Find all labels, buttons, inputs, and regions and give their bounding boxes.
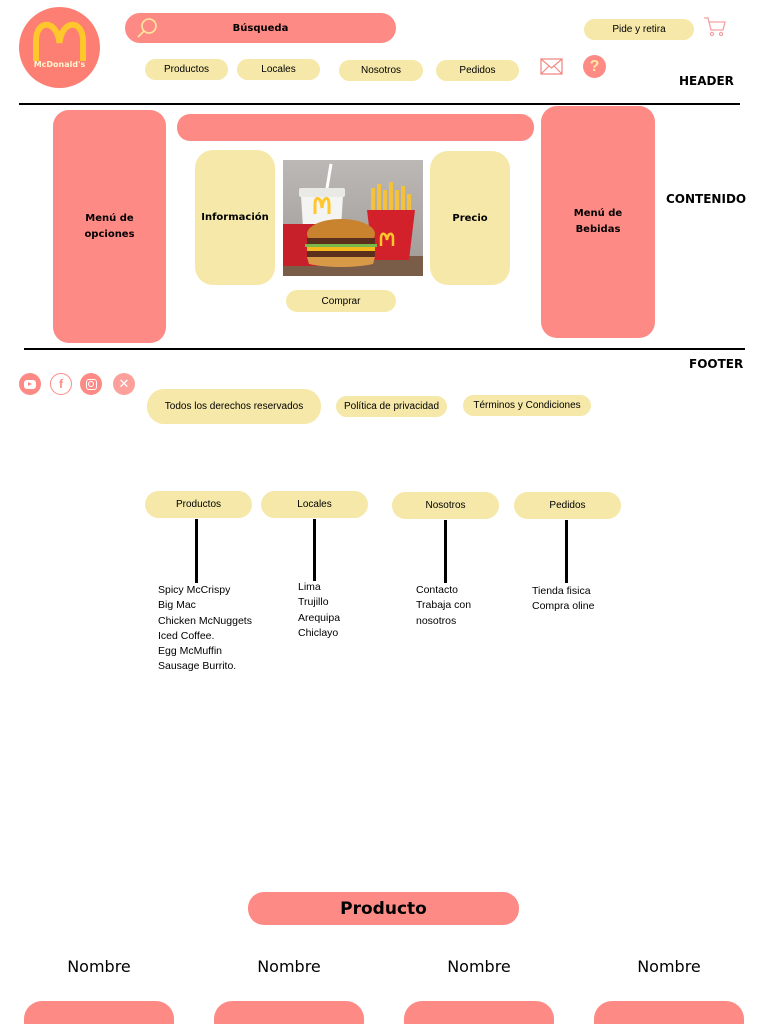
list-item[interactable]: Contacto xyxy=(416,584,459,596)
sitemap-nosotros[interactable]: Nosotros xyxy=(392,492,499,519)
order-button[interactable]: Pide y retira xyxy=(584,19,694,40)
sitemap-pedidos[interactable]: Pedidos xyxy=(514,492,621,519)
sitemap-list-nosotros: Contacto Trabaja con nosotros xyxy=(416,583,471,629)
nav-locales[interactable]: Locales xyxy=(237,59,320,80)
drinks-menu[interactable]: Menú de Bebidas xyxy=(541,106,655,338)
product-card[interactable] xyxy=(214,1001,364,1024)
buy-button[interactable]: Comprar xyxy=(286,290,396,312)
nav-nosotros[interactable]: Nosotros xyxy=(339,60,423,81)
list-item[interactable]: Egg McMuffin xyxy=(158,645,222,658)
list-item[interactable]: Compra oline xyxy=(532,600,595,613)
product-image xyxy=(283,160,423,276)
list-item[interactable]: Trabaja con xyxy=(416,599,472,612)
list-item[interactable]: Chicken McNuggets xyxy=(158,614,252,627)
list-item[interactable]: Chiclayo xyxy=(298,626,339,639)
sitemap-list-pedidos: Tienda fisica Compra oline xyxy=(532,584,594,615)
content-banner xyxy=(177,114,534,141)
footer-link-terms[interactable]: Términos y Condiciones xyxy=(463,395,591,416)
search-bar[interactable]: Búsqueda xyxy=(125,13,396,43)
list-item[interactable]: Lima xyxy=(298,581,321,593)
search-icon xyxy=(137,18,157,38)
logo-text: McDonald's xyxy=(33,60,86,69)
list-item[interactable]: Trujillo xyxy=(298,596,329,609)
options-menu-label-2: opciones xyxy=(84,228,135,240)
burger-meal-illustration xyxy=(283,163,423,276)
list-item[interactable]: Tienda fisica xyxy=(532,585,591,597)
info-label: Información xyxy=(201,212,269,223)
product-name: Nombre xyxy=(447,957,511,976)
sitemap-connector xyxy=(565,520,568,583)
nav-pedidos[interactable]: Pedidos xyxy=(436,60,519,81)
x-icon[interactable]: ✕ xyxy=(113,373,135,395)
price-box[interactable]: Precio xyxy=(430,151,510,285)
logo[interactable]: McDonald's xyxy=(19,7,100,88)
facebook-icon[interactable]: f xyxy=(50,373,72,395)
options-menu[interactable]: Menú de opciones xyxy=(53,110,166,343)
sitemap-locales[interactable]: Locales xyxy=(261,491,368,518)
list-item[interactable]: Iced Coffee. xyxy=(158,629,215,642)
header-divider xyxy=(19,103,740,105)
sitemap-productos[interactable]: Productos xyxy=(145,491,252,518)
footer-link-rights[interactable]: Todos los derechos reservados xyxy=(147,389,321,424)
content-divider xyxy=(24,348,745,350)
sitemap-connector xyxy=(313,519,316,581)
product-card[interactable] xyxy=(24,1001,174,1024)
product-name: Nombre xyxy=(257,957,321,976)
list-item[interactable]: Sausage Burrito. xyxy=(158,660,237,673)
sitemap-list-locales: Lima Trujillo Arequipa Chiclayo xyxy=(298,580,340,641)
sitemap-list-productos: Spicy McCrispy Big Mac Chicken McNuggets… xyxy=(158,583,252,675)
product-name: Nombre xyxy=(67,957,131,976)
mail-icon[interactable] xyxy=(540,58,563,75)
product-card[interactable] xyxy=(594,1001,744,1024)
youtube-icon[interactable] xyxy=(19,373,41,395)
list-item[interactable]: Spicy McCrispy xyxy=(158,584,231,596)
sitemap-connector xyxy=(444,520,447,583)
product-card[interactable] xyxy=(404,1001,554,1024)
nav-productos[interactable]: Productos xyxy=(145,59,228,80)
product-name: Nombre xyxy=(637,957,701,976)
info-box[interactable]: Información xyxy=(195,150,275,285)
golden-arches-icon xyxy=(33,21,86,61)
search-label: Búsqueda xyxy=(232,22,289,34)
list-item[interactable]: Big Mac xyxy=(158,599,196,612)
help-icon[interactable]: ? xyxy=(583,55,606,78)
options-menu-label-1: Menú de xyxy=(85,212,134,224)
price-label: Precio xyxy=(452,212,488,224)
footer-link-privacy[interactable]: Política de privacidad xyxy=(336,396,447,417)
header-section-label: HEADER xyxy=(679,74,734,88)
drinks-menu-label-2: Bebidas xyxy=(575,224,621,235)
list-item[interactable]: Arequipa xyxy=(298,611,341,624)
products-title: Producto xyxy=(248,892,519,925)
instagram-icon[interactable] xyxy=(80,373,102,395)
content-section-label: CONTENIDO xyxy=(666,192,747,206)
sitemap-connector xyxy=(195,519,198,583)
list-item[interactable]: nosotros xyxy=(416,614,457,627)
footer-section-label: FOOTER xyxy=(689,357,744,371)
drinks-menu-label-1: Menú de xyxy=(573,208,623,219)
cart-icon[interactable] xyxy=(703,15,727,37)
